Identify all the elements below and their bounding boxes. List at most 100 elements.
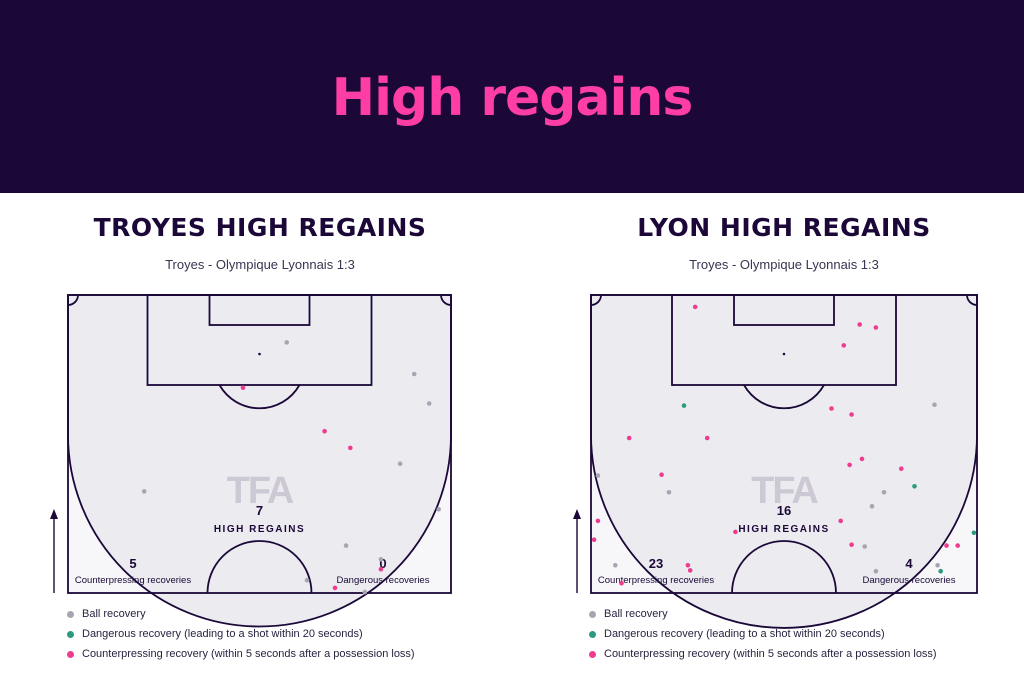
ball-recovery-dot-icon [589,611,596,618]
chart-title: TROYES HIGH REGAINS [93,213,427,242]
legend-label: Ball recovery [82,608,146,620]
ball-recovery-point [613,563,618,568]
ball-recovery-point [595,473,601,478]
counterpressing-recovery-point [332,585,338,591]
chart-title: LYON HIGH REGAINS [637,213,931,242]
ball-recovery-point [141,489,147,494]
legend-label: Counterpressing recovery (within 5 secon… [82,648,415,660]
legend: Ball recovery Dangerous recovery (leadin… [64,604,504,664]
penalty-arc [218,384,301,410]
ball-recovery-point [873,568,879,574]
legend: Ball recovery Dangerous recovery (leadin… [586,604,1024,664]
header-banner: High regains [0,0,1024,193]
ball-recovery-dot-icon [67,611,74,618]
penalty-spot [258,352,261,356]
dangerous-label: Dangerous recoveries [863,575,956,586]
counterpressing-recovery-point [944,543,949,548]
legend-item-counterpressing: Counterpressing recovery (within 5 secon… [64,644,504,664]
dangerous-recovery-dot-icon [589,631,596,638]
chart-subtitle: Troyes - Olympique Lyonnais 1:3 [165,257,355,272]
counterpressing-recovery-point [692,304,698,310]
counterpressing-recovery-dot-icon [589,651,596,658]
counterpressing-recovery-point [899,466,904,471]
dangerous-label: Dangerous recoveries [337,575,430,586]
high-regain-zone [67,294,452,628]
high-regains-value: 7 [256,503,263,518]
counterpressing-value: 23 [649,556,663,571]
counterpressing-label: Counterpressing recoveries [75,575,191,586]
dangerous-recovery-point [938,568,943,574]
ball-recovery-point [436,507,442,512]
dangerous-value: 0 [379,556,386,571]
chart-subtitle: Troyes - Olympique Lyonnais 1:3 [689,257,879,272]
panel-lyon: LYON HIGH REGAINS Troyes - Olympique Lyo… [512,193,1024,683]
ball-recovery-point [411,371,417,377]
counterpressing-value: 5 [129,556,136,571]
counterpressing-recovery-point [838,518,843,524]
pitch-border [67,294,452,594]
page-title: High regains [331,68,694,128]
center-circle [206,540,313,594]
ball-recovery-point [397,461,403,466]
legend-label: Dangerous recovery (leading to a shot wi… [82,628,363,640]
legend-label: Dangerous recovery (leading to a shot wi… [604,628,885,640]
dangerous-recovery-point [971,530,977,536]
counterpressing-recovery-point [687,568,693,573]
counterpressing-recovery-point [685,563,691,568]
counterpressing-recovery-point [626,435,632,441]
counterpressing-recovery-point [322,428,327,434]
counterpressing-label: Counterpressing recoveries [598,575,714,586]
high-regain-zone [590,294,978,629]
high-regains-label: HIGH REGAINS [214,524,305,535]
counterpressing-recovery-point [841,343,847,348]
ball-recovery-point [935,563,940,568]
counterpressing-recovery-point [240,385,246,390]
legend-item-dangerous: Dangerous recovery (leading to a shot wi… [586,624,1024,644]
dangerous-recovery-dot-icon [67,631,74,638]
counterpressing-recovery-point [378,566,384,572]
penalty-spot [782,352,786,356]
ball-recovery-point [343,543,349,548]
counterpressing-recovery-point [595,518,601,524]
counterpressing-recovery-point [857,322,862,327]
counterpressing-recovery-dot-icon [67,651,74,658]
panel-troyes: TROYES HIGH REGAINS Troyes - Olympique L… [0,193,512,683]
legend-item-ball: Ball recovery [586,604,1024,624]
counterpressing-recovery-point [849,542,854,547]
arrow-head-icon [50,509,58,519]
ball-recovery-point [426,401,432,406]
counterpressing-recovery-point [659,472,664,477]
penalty-arc [743,384,825,410]
counterpressing-recovery-point [348,445,353,451]
ball-recovery-point [666,490,672,495]
arrow-head-icon [573,509,581,519]
legend-label: Counterpressing recovery (within 5 secon… [604,648,937,660]
dangerous-value: 4 [905,556,913,571]
ball-recovery-point [304,577,310,583]
counterpressing-recovery-point [955,543,960,548]
high-regains-label: HIGH REGAINS [738,524,829,535]
counterpressing-recovery-point [859,456,865,462]
dangerous-recovery-point [681,403,687,408]
ball-recovery-point [862,544,867,549]
legend-item-ball: Ball recovery [64,604,504,624]
counterpressing-recovery-point [849,412,854,417]
dangerous-recovery-point [912,484,917,489]
watermark-logo: TFA [227,470,294,512]
counterpressing-recovery-point [733,529,738,535]
counterpressing-recovery-point [704,435,710,441]
ball-recovery-point [932,402,937,407]
legend-label: Ball recovery [604,608,668,620]
counterpressing-recovery-point [873,325,879,330]
counterpressing-recovery-point [829,406,834,411]
ball-recovery-point [869,504,875,509]
center-circle [731,540,837,594]
legend-item-counterpressing: Counterpressing recovery (within 5 secon… [586,644,1024,664]
watermark-logo: TFA [751,470,818,512]
ball-recovery-point [284,340,290,345]
counterpressing-recovery-point [847,462,852,468]
ball-recovery-point [881,490,887,495]
legend-item-dangerous: Dangerous recovery (leading to a shot wi… [64,624,504,644]
